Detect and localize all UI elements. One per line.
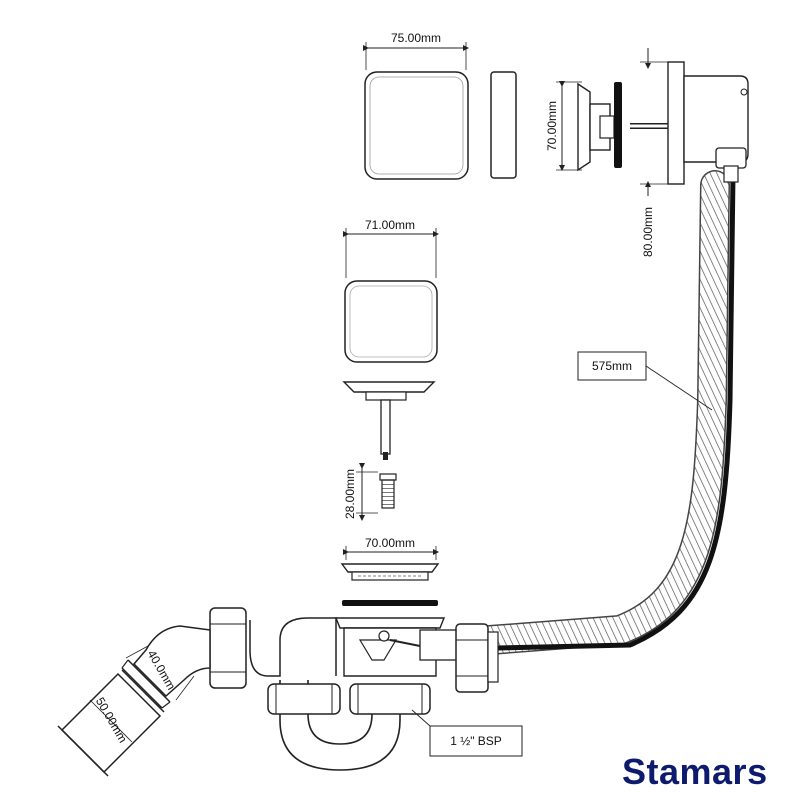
trap	[267, 617, 431, 771]
outlet-bend: 40.0mm	[121, 607, 269, 709]
inner-cable	[404, 174, 736, 653]
strainer: 70.00mm	[340, 536, 440, 581]
screw-length-label: 28.00mm	[343, 469, 357, 519]
hose-length-label: 575mm	[592, 359, 632, 373]
thread-size-label: 1 ½" BSP	[450, 734, 502, 748]
top-plate-width-label: 75.00mm	[391, 31, 441, 45]
overflow-assembly: 70.00mm 80.00mm	[545, 48, 749, 257]
waste-body	[334, 617, 461, 677]
plug-side-view	[342, 381, 436, 460]
plug-cap: 71.00mm	[343, 218, 439, 363]
hose-length-callout: 575mm	[577, 351, 713, 411]
overflow-drop-label: 80.00mm	[641, 207, 655, 257]
brand-logo: Stamars	[622, 751, 768, 792]
sealing-washer	[342, 600, 438, 606]
overflow-cover-plate: 75.00mm	[363, 31, 469, 180]
bsp-callout: 1 ½" BSP	[411, 709, 523, 757]
outlet-pipe: 50.00mm	[57, 669, 165, 777]
plate-side-profile	[490, 71, 517, 179]
screw: 28.00mm	[343, 463, 397, 521]
top-plate-height-label: 70.00mm	[545, 101, 559, 151]
overflow-connector-nut	[455, 623, 499, 693]
plug-width-label: 71.00mm	[365, 218, 415, 232]
strainer-width-label: 70.00mm	[365, 536, 415, 550]
overflow-hose	[404, 170, 736, 655]
